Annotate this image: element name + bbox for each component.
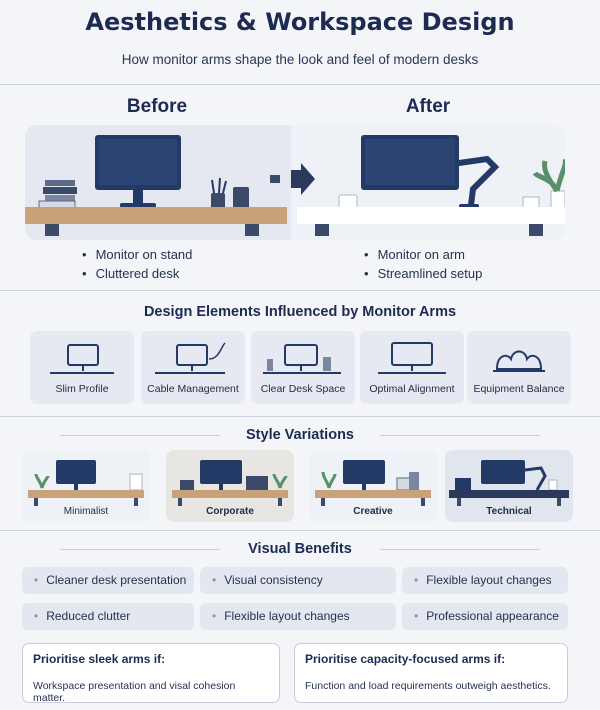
benefit-item: Flexible layout changes bbox=[200, 603, 396, 630]
after-points: Monitor on arm Streamlined setup bbox=[364, 245, 483, 283]
card-slim-profile: Slim Profile bbox=[30, 331, 134, 404]
style-technical: Technical bbox=[445, 450, 573, 522]
clear-desk-icon bbox=[263, 344, 341, 374]
divider bbox=[0, 416, 600, 417]
page-title: Aesthetics & Workspace Design bbox=[85, 8, 515, 36]
style-minimalist: Minimalist bbox=[22, 450, 150, 522]
list-item: Monitor on arm bbox=[364, 245, 482, 264]
benefit-item: Visual consistency bbox=[200, 567, 396, 594]
divider bbox=[0, 84, 600, 85]
card-equipment-balance: Equipment Balance bbox=[467, 331, 571, 404]
slim-monitor-icon bbox=[50, 344, 114, 374]
visual-benefits-heading: Visual Benefits bbox=[248, 541, 352, 557]
page-subtitle: How monitor arms shape the look and feel… bbox=[121, 52, 479, 67]
benefit-item: Professional appearance bbox=[402, 603, 568, 630]
capacity-arms-title: Prioritise capacity-focused arms if: bbox=[305, 652, 506, 666]
sleek-arms-title: Prioritise sleek arms if: bbox=[33, 652, 166, 666]
divider bbox=[0, 290, 600, 291]
capacity-arms-text: Function and load requirements outweigh … bbox=[305, 680, 551, 692]
card-optimal-alignment: Optimal Alignment bbox=[360, 331, 464, 404]
divider bbox=[60, 435, 220, 436]
style-creative: Creative bbox=[309, 450, 437, 522]
style-variations-heading: Style Variations bbox=[246, 427, 354, 443]
divider bbox=[60, 549, 220, 550]
cable-monitor-icon bbox=[155, 342, 226, 374]
benefit-item: Reduced clutter bbox=[22, 603, 194, 630]
benefit-item: Flexible layout changes bbox=[402, 567, 568, 594]
design-elements-heading: Design Elements Influenced by Monitor Ar… bbox=[143, 304, 457, 320]
before-heading: Before bbox=[126, 96, 188, 117]
capacity-arms-box: Prioritise capacity-focused arms if: Fun… bbox=[294, 643, 568, 703]
card-clear-desk-space: Clear Desk Space bbox=[251, 331, 355, 404]
sleek-arms-text: Workspace presentation and visal cohesio… bbox=[33, 680, 236, 704]
after-illustration bbox=[291, 125, 568, 240]
list-item: Cluttered desk bbox=[82, 264, 192, 283]
benefit-item: Cleaner desk presentation bbox=[22, 567, 194, 594]
list-item: Streamlined setup bbox=[364, 264, 483, 283]
after-heading: After bbox=[405, 96, 451, 117]
divider bbox=[380, 435, 540, 436]
style-corporate: Corporate bbox=[166, 450, 294, 522]
divider bbox=[380, 549, 540, 550]
aligned-monitor-icon bbox=[378, 342, 446, 374]
before-points: Monitor on stand Cluttered desk bbox=[82, 245, 193, 283]
divider bbox=[0, 530, 600, 531]
balance-icon bbox=[493, 350, 545, 372]
list-item: Monitor on stand bbox=[82, 245, 193, 264]
before-illustration bbox=[25, 125, 291, 240]
sleek-arms-box: Prioritise sleek arms if: Workspace pres… bbox=[22, 643, 280, 704]
card-cable-management: Cable Management bbox=[141, 331, 245, 404]
